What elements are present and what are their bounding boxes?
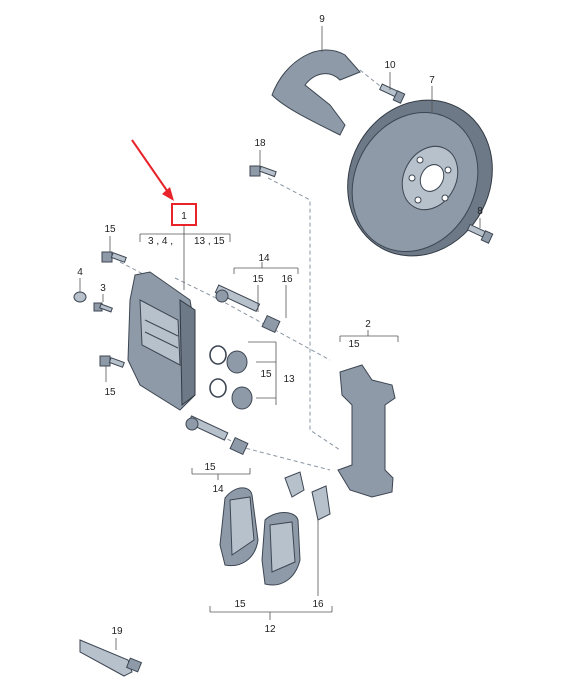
callout-13: 13 bbox=[283, 374, 295, 385]
seal-ring-upper bbox=[209, 345, 227, 365]
caliper-carrier bbox=[337, 364, 396, 498]
callout-1: 1 bbox=[181, 211, 187, 222]
callout-19: 19 bbox=[111, 626, 123, 637]
alignment-line-bolt10 bbox=[359, 69, 386, 91]
callout-3: 3 bbox=[100, 283, 106, 294]
callout-2: 2 bbox=[365, 319, 371, 330]
piston-boot-upper bbox=[226, 350, 248, 374]
alignment-line-bolt15 bbox=[119, 261, 146, 276]
leader-12 bbox=[209, 606, 333, 620]
callout-16-a: 16 bbox=[281, 274, 293, 285]
callout-8: 8 bbox=[477, 206, 483, 217]
piston-boot-lower bbox=[231, 386, 253, 410]
spring-clip-left bbox=[284, 471, 305, 498]
splash-shield bbox=[271, 49, 361, 136]
callout-10: 10 bbox=[384, 60, 396, 71]
bleed-screw-3 bbox=[93, 302, 113, 313]
seal-ring-lower bbox=[209, 378, 227, 398]
cap-4 bbox=[73, 291, 87, 303]
highlight-arrow-shaft bbox=[131, 139, 171, 196]
callout-12: 12 bbox=[264, 624, 276, 635]
callout-14-bottom: 14 bbox=[212, 484, 224, 495]
leader-13 bbox=[248, 341, 277, 405]
spring-clip-right bbox=[311, 485, 331, 521]
alignment-line-pin-upper bbox=[174, 277, 331, 361]
callout-15-g: 15 bbox=[234, 599, 246, 610]
bolt-15-lower bbox=[99, 355, 125, 368]
grease-tube bbox=[79, 639, 143, 677]
callout-1-sub-a: 3 , 4 , bbox=[148, 236, 173, 247]
leader-14-top bbox=[233, 262, 299, 274]
brake-pad-outer bbox=[219, 487, 259, 567]
callout-9: 9 bbox=[319, 14, 325, 25]
guide-pin-upper bbox=[214, 284, 261, 313]
callout-15-b: 15 bbox=[104, 387, 116, 398]
bolt-8 bbox=[466, 223, 494, 244]
bolt-10 bbox=[379, 83, 406, 104]
callout-15-d: 15 bbox=[260, 369, 272, 380]
callout-15-e: 15 bbox=[204, 462, 216, 473]
bolt-18 bbox=[249, 165, 277, 178]
guide-pin-lower bbox=[185, 415, 229, 441]
leader-1 bbox=[139, 226, 231, 290]
caliper-housing bbox=[127, 271, 196, 411]
alignment-line-bolt18 bbox=[267, 177, 341, 451]
highlight-arrow-head bbox=[162, 187, 174, 201]
callout-14-top: 14 bbox=[258, 253, 270, 264]
callout-18: 18 bbox=[254, 138, 266, 149]
bolt-15-upper bbox=[101, 251, 127, 263]
bushing-lower bbox=[229, 436, 249, 456]
callout-7: 7 bbox=[429, 75, 435, 86]
brake-pad-inner bbox=[261, 512, 301, 586]
alignment-line-pin-lower bbox=[189, 419, 331, 471]
highlight-box bbox=[171, 203, 197, 226]
bushing-upper bbox=[261, 314, 281, 334]
leader-14-bottom bbox=[191, 468, 251, 480]
callout-4: 4 bbox=[77, 267, 83, 278]
callout-15-f: 15 bbox=[348, 339, 360, 350]
callout-1-sub-b: 13 , 15 bbox=[194, 236, 225, 247]
brake-disc bbox=[347, 99, 493, 257]
callout-16-b: 16 bbox=[312, 599, 324, 610]
callout-15-c: 15 bbox=[252, 274, 264, 285]
callout-15-a: 15 bbox=[104, 224, 116, 235]
leader-2 bbox=[339, 330, 399, 342]
